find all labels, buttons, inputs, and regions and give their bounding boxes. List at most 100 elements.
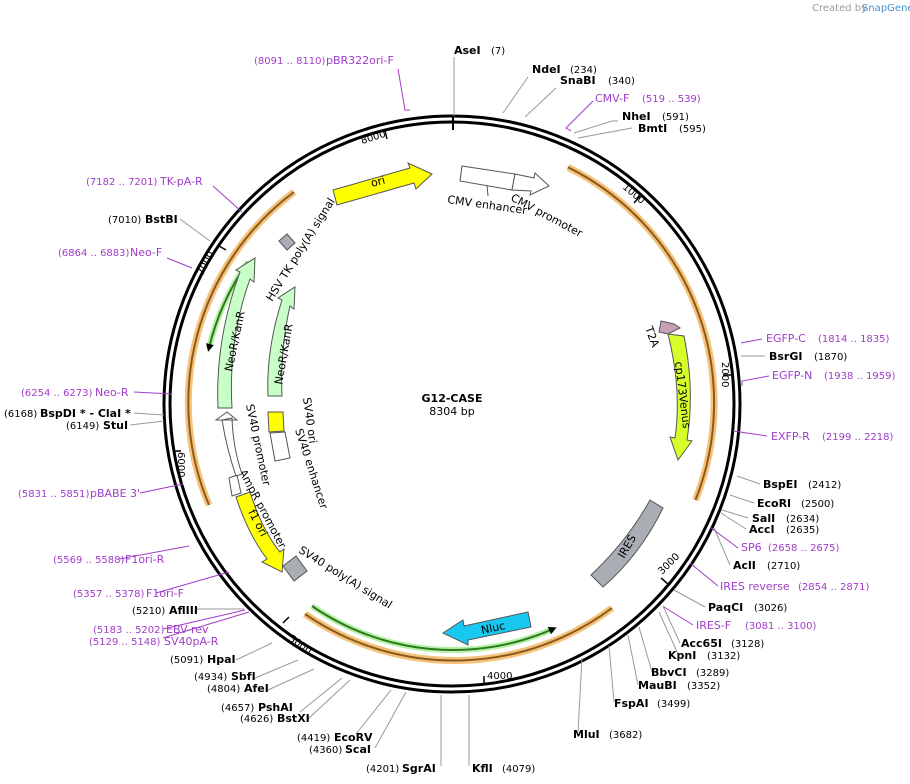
enzyme-kfli[interactable]: KflI xyxy=(472,762,493,775)
primer-sp6[interactable]: SP6 xyxy=(741,541,762,554)
enzyme-maubi[interactable]: MauBI xyxy=(638,679,677,692)
feature-cp173venus-label: cp173Venus xyxy=(672,361,693,429)
tick-8000: 8000 xyxy=(360,129,388,147)
primer-neo-r-range: (6254 .. 6273) xyxy=(21,388,93,399)
primer-egfp-c[interactable]: EGFP-C xyxy=(766,332,806,345)
primer-ires-f[interactable]: IRES-F xyxy=(696,619,731,632)
feature-cmv-promoter[interactable] xyxy=(511,172,550,196)
primer-cmv-f[interactable]: CMV-F xyxy=(595,92,629,105)
primer-f1ori-r[interactable]: F1ori-R xyxy=(125,553,165,566)
enzyme-stui[interactable]: StuI xyxy=(103,419,128,432)
enzyme-nhei-pos: (591) xyxy=(662,112,689,123)
enzyme-bstxi-pos: (4626) xyxy=(240,714,273,725)
enzyme-pshai-pos: (4657) xyxy=(221,703,254,714)
feature-hsv-tk-polya[interactable] xyxy=(278,233,296,251)
feature-sv40-polya[interactable] xyxy=(282,555,308,582)
feature-cp173venus[interactable] xyxy=(667,333,693,462)
primer-sv40pa-r[interactable]: SV40pA-R xyxy=(164,635,219,648)
enzyme-kpni-pos: (3132) xyxy=(707,651,740,662)
enzyme-asei[interactable]: AseI xyxy=(454,44,481,57)
enzyme-leaders xyxy=(129,57,765,766)
primer-labels: pBR322ori-F (8091 .. 8110) CMV-F (519 ..… xyxy=(18,54,896,648)
enzyme-bmti[interactable]: BmtI xyxy=(638,122,667,135)
primer-neo-r[interactable]: Neo-R xyxy=(95,386,129,399)
enzyme-hpai[interactable]: HpaI xyxy=(207,653,236,666)
enzyme-acc65i[interactable]: Acc65I xyxy=(681,637,722,650)
enzyme-bsrgi[interactable]: BsrGI xyxy=(769,350,802,363)
primer-ebv-rev[interactable]: EBV-rev xyxy=(166,623,209,636)
enzyme-bspdi-clai[interactable]: BspDI * - ClaI * xyxy=(40,407,131,420)
enzyme-fspai[interactable]: FspAI xyxy=(614,697,649,710)
enzyme-paqci[interactable]: PaqCI xyxy=(708,601,743,614)
enzyme-bstbi[interactable]: BstBI xyxy=(145,213,178,226)
enzyme-maubi-pos: (3352) xyxy=(687,681,720,692)
enzyme-acci[interactable]: AccI xyxy=(749,523,775,536)
feature-sv40-polya-label: SV40 poly(A) signal xyxy=(296,544,394,612)
primer-exfp-r[interactable]: EXFP-R xyxy=(771,430,810,443)
enzyme-acli[interactable]: AclI xyxy=(733,559,756,572)
primer-f1ori-f-range: (5357 .. 5378) xyxy=(73,589,145,600)
feature-ori[interactable] xyxy=(332,162,433,206)
enzyme-acci-pos: (2635) xyxy=(786,525,819,536)
plasmid-name: G12-CASE xyxy=(422,392,483,405)
primer-egfp-c-range: (1814 .. 1835) xyxy=(818,334,890,345)
enzyme-ndei[interactable]: NdeI xyxy=(532,63,561,76)
enzyme-scai-pos: (4360) xyxy=(309,745,342,756)
primer-pbabe-3[interactable]: pBABE 3' xyxy=(90,487,140,500)
feature-sv40-ori-label: SV40 ori xyxy=(300,397,319,445)
enzyme-bsrgi-pos: (1870) xyxy=(814,352,847,363)
enzyme-mlui[interactable]: MluI xyxy=(573,728,600,741)
enzyme-afei[interactable]: AfeI xyxy=(244,682,269,695)
enzyme-sgrai-pos: (4201) xyxy=(366,764,399,775)
feature-f1-ori[interactable] xyxy=(235,491,285,573)
enzyme-pshai[interactable]: PshAI xyxy=(258,701,293,714)
feature-nluc-label: Nluc xyxy=(480,619,506,637)
primer-egfp-n[interactable]: EGFP-N xyxy=(772,369,812,382)
feature-neor-kanr-1[interactable] xyxy=(217,257,256,409)
enzyme-fspai-pos: (3499) xyxy=(657,699,690,710)
enzyme-ecori[interactable]: EcoRI xyxy=(757,497,791,510)
primer-sv40pa-r-range: (5129 .. 5148) xyxy=(89,637,161,648)
tick-2000: 2000 xyxy=(719,362,730,387)
tick-6000: 6000 xyxy=(175,452,186,477)
enzyme-bstxi[interactable]: BstXI xyxy=(277,712,310,725)
enzyme-kpni[interactable]: KpnI xyxy=(668,649,696,662)
feature-t2a[interactable] xyxy=(658,320,681,335)
feature-sv40-ori[interactable] xyxy=(267,411,285,433)
enzyme-acc65i-pos: (3128) xyxy=(731,639,764,650)
enzyme-sbfi[interactable]: SbfI xyxy=(231,670,256,683)
tick-4000: 4000 xyxy=(487,671,512,682)
enzyme-bspei[interactable]: BspEI xyxy=(763,478,797,491)
primer-f1ori-r-range: (5569 .. 5588) xyxy=(53,555,125,566)
primer-tk-pa-r[interactable]: TK-pA-R xyxy=(159,175,203,188)
enzyme-sgrai[interactable]: SgrAI xyxy=(402,762,436,775)
enzyme-nhei[interactable]: NheI xyxy=(622,110,651,123)
enzyme-bbvci-pos: (3289) xyxy=(696,668,729,679)
enzyme-kfli-pos: (4079) xyxy=(502,764,535,775)
enzyme-afliii[interactable]: AflIII xyxy=(169,604,198,617)
feature-sv40-enhancer[interactable] xyxy=(269,431,291,462)
enzyme-scai[interactable]: ScaI xyxy=(345,743,371,756)
enzyme-bbvci[interactable]: BbvCI xyxy=(651,666,687,679)
enzyme-afei-pos: (4804) xyxy=(207,684,240,695)
enzyme-mlui-pos: (3682) xyxy=(609,730,642,741)
enzyme-bmti-pos: (595) xyxy=(679,124,706,135)
snapgene-brand: SnapGene xyxy=(862,3,910,14)
primer-pbr322ori-f[interactable]: pBR322ori-F xyxy=(326,54,394,67)
feature-sv40-promoter[interactable] xyxy=(214,411,243,477)
feature-nluc[interactable] xyxy=(441,611,532,646)
primer-ires-reverse-range: (2854 .. 2871) xyxy=(798,582,870,593)
feature-neor-kanr-2[interactable] xyxy=(267,286,296,397)
enzyme-ecorv[interactable]: EcoRV xyxy=(334,731,373,744)
tick-5000: 5000 xyxy=(286,633,313,657)
primer-ires-reverse[interactable]: IRES reverse xyxy=(720,580,790,593)
feature-ires[interactable] xyxy=(590,499,664,588)
primer-ebv-rev-range: (5183 .. 5202) xyxy=(93,625,165,636)
feature-ampr-promoter[interactable] xyxy=(228,474,242,497)
primer-f1ori-f[interactable]: F1ori-F xyxy=(146,587,184,600)
enzyme-snabi[interactable]: SnaBI xyxy=(560,74,596,87)
primer-neo-f[interactable]: Neo-F xyxy=(130,246,162,259)
enzyme-sali[interactable]: SalI xyxy=(752,512,775,525)
enzyme-hpai-pos: (5091) xyxy=(170,655,203,666)
